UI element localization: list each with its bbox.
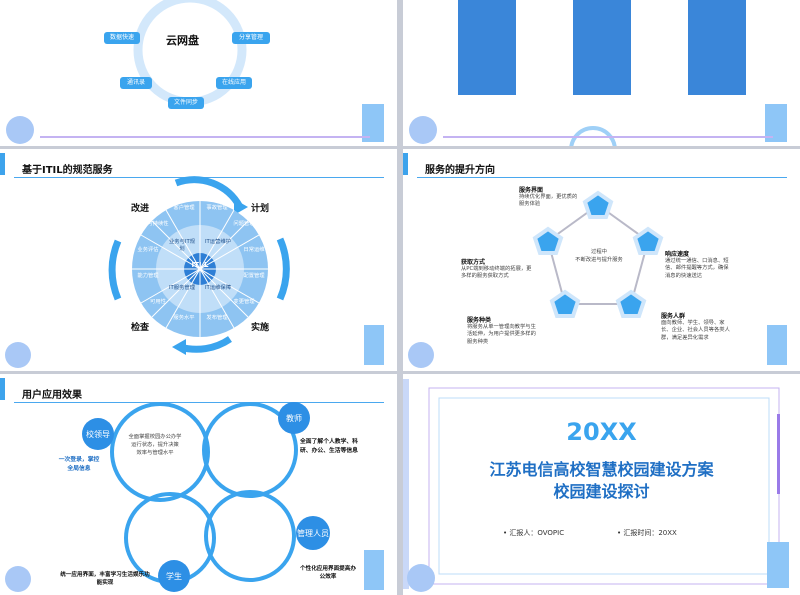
center-line-1: 过程中 xyxy=(591,249,607,255)
seg-daily-ops: 日常运维 xyxy=(243,247,265,253)
item-types: 服务种类 将服务从单一管理向教学与生活延伸，为用户提供更多样的服务种类 xyxy=(467,317,536,345)
seg-change: 变更管理 xyxy=(233,299,255,305)
node-file-sync: 文件同步 xyxy=(168,97,204,109)
detail-2: 运行状态，提升决策 xyxy=(131,442,179,448)
slide-6-thumbnail[interactable]: 20XX 江苏电信高校智慧校园建设方案 校园建设探讨 • 汇报人：OVOPIC … xyxy=(403,374,800,595)
effect-circles xyxy=(5,402,384,592)
inner-ops: IT运营维护 xyxy=(205,239,231,245)
cloud-disk-center: 云网盘 xyxy=(166,34,199,47)
slide3-corner-decor xyxy=(5,325,384,368)
inner-service: IT服务管理 xyxy=(169,285,195,291)
itil-wheel xyxy=(108,176,290,355)
seg-customer: 客户管理 xyxy=(173,205,195,211)
bubble-leader: 校领导 xyxy=(82,418,114,450)
quadrant-implement: 实施 xyxy=(251,323,270,333)
quadrant-improve: 改进 xyxy=(131,204,150,214)
node-online-app: 在线应用 xyxy=(216,77,252,89)
slide5-title: 用户应用效果 xyxy=(22,390,82,401)
item-access: 获取方式 从PC端到移动终端的拓展，更多样的服务获取方式 xyxy=(461,259,532,280)
seg-capacity: 能力管理 xyxy=(137,273,159,279)
title-bar xyxy=(0,153,5,175)
cover-title-line2: 校园建设探讨 xyxy=(553,482,650,501)
slide-1-thumbnail[interactable]: 云网盘 数据快速 分享管理 通讯录 在线应用 文件同步 xyxy=(0,0,397,146)
pentagon-diagram xyxy=(408,190,787,368)
cover-frame xyxy=(403,379,789,592)
node-share: 分享管理 xyxy=(232,32,270,44)
bubble-student: 学生 xyxy=(158,560,190,592)
cover-year: 20XX xyxy=(566,418,637,446)
title-bar xyxy=(403,153,408,175)
note-right: 全面了解个人教学、科研、办公、生活等信息 xyxy=(300,439,358,454)
item-response: 响应速度 通过统一通信、口消息、短信、邮件提醒等方式，确保消息的快速送达 xyxy=(665,251,729,279)
center-line-2: 不断改进与提升服务 xyxy=(575,257,623,263)
detail-3: 效率与管理水平 xyxy=(136,450,174,456)
item-interface: 服务界面 持续优化界面，更优质的服务体验 xyxy=(519,187,578,208)
note-bottom-right: 个性化应用界面提高办公效率 xyxy=(300,566,356,580)
seg-service-level: 服务水平 xyxy=(173,315,195,321)
item-audience: 服务人群 面向教师、学生、领导、家长、企业、社会人员等各类人群，满足差异化需求 xyxy=(661,313,730,341)
slide-5-thumbnail[interactable]: 用户应用效果 校领导 教师 管理人员 学生 一次登录，掌控全局信息 全面了解个人… xyxy=(0,374,397,595)
node-contacts: 通讯录 xyxy=(120,77,152,89)
seg-biz-eval: 业务评估 xyxy=(137,247,159,253)
itil-hub: ITI L xyxy=(191,261,209,269)
bubble-admin: 管理人员 xyxy=(296,516,330,550)
slide-4-thumbnail[interactable]: 服务的提升方向 过程中 不断改进与提升服务 服务界面 持续优化界面，更优质的服务… xyxy=(403,149,800,371)
slide-2-thumbnail[interactable] xyxy=(403,0,800,146)
seg-incident: 事故管理 xyxy=(206,205,228,211)
seg-availability: 可用性 xyxy=(150,299,166,305)
slide3-title: 基于ITIL的规范服务 xyxy=(22,165,113,176)
title-bar xyxy=(0,378,5,400)
cover-time: • 汇报时间：20XX xyxy=(617,529,677,537)
note-bottom-left: 统一应用界面，丰富学习生活娱乐功能实现 xyxy=(60,572,150,586)
node-fast-data: 数据快速 xyxy=(104,32,140,44)
seg-problem: 问题管理 xyxy=(233,221,255,227)
cover-reporter: • 汇报人：OVOPIC xyxy=(503,529,565,537)
seg-config: 配置管理 xyxy=(243,273,265,279)
inner-assure: IT运维保障 xyxy=(205,285,231,291)
seg-release: 发布管理 xyxy=(206,315,228,321)
title-underline xyxy=(417,177,787,178)
bubble-teacher: 教师 xyxy=(278,402,310,434)
slide-3-thumbnail[interactable]: 基于ITIL的规范服务 改进 计划 检查 实施 ITI L 客户管理 事故管理 … xyxy=(0,149,397,371)
slide2-decor xyxy=(409,0,787,146)
title-underline xyxy=(14,402,384,403)
inner-bizit: 业务与IT规划 xyxy=(169,239,195,253)
note-left: 一次登录，掌控全局信息 xyxy=(58,457,100,472)
slide1-decor xyxy=(6,0,384,144)
quadrant-plan: 计划 xyxy=(251,204,270,214)
slide4-title: 服务的提升方向 xyxy=(425,165,495,176)
cover-title-line1: 江苏电信高校智慧校园建设方案 xyxy=(489,460,714,479)
seg-sustain: 可持续性 xyxy=(147,221,169,227)
quadrant-check: 检查 xyxy=(131,323,150,333)
detail-1: 全面掌握校园办公办学 xyxy=(128,434,182,440)
